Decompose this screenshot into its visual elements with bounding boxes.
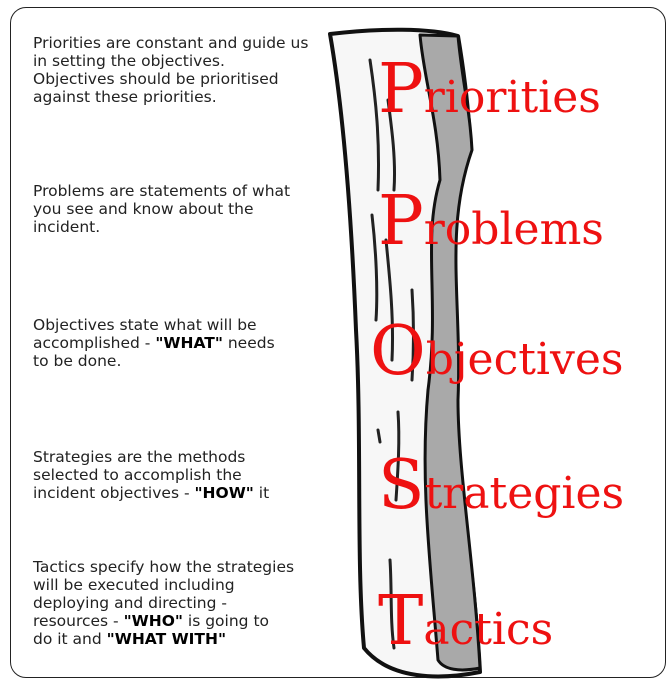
- priorities-title: Priorities: [378, 56, 601, 124]
- description-text: Problems are statements of what you see …: [33, 182, 290, 236]
- objectives-description: Objectives state what will be accomplish…: [33, 316, 323, 370]
- title-rest: actics: [423, 604, 553, 655]
- priorities-description: Priorities are constant and guide us in …: [33, 34, 323, 106]
- title-initial: T: [378, 582, 423, 661]
- title-rest: bjectives: [426, 334, 624, 385]
- title-initial: P: [378, 182, 424, 261]
- emphasis-text: "HOW": [194, 484, 253, 502]
- description-text: it: [254, 484, 269, 502]
- title-initial: P: [378, 50, 424, 129]
- emphasis-text: "WHO": [124, 612, 183, 630]
- problems-title: Problems: [378, 188, 604, 256]
- description-text: Priorities are constant and guide us in …: [33, 34, 308, 106]
- emphasis-text: "WHAT": [155, 334, 223, 352]
- title-rest: trategies: [425, 468, 625, 519]
- title-initial: O: [370, 312, 426, 391]
- tactics-description: Tactics specify how the strategies will …: [33, 558, 323, 648]
- strategies-description: Strategies are the methods selected to a…: [33, 448, 323, 502]
- title-initial: S: [378, 446, 425, 525]
- problems-description: Problems are statements of what you see …: [33, 182, 323, 236]
- tactics-title: Tactics: [378, 588, 553, 656]
- title-rest: riorities: [424, 72, 601, 123]
- objectives-title: Objectives: [370, 318, 623, 386]
- title-rest: roblems: [424, 204, 604, 255]
- emphasis-text: "WHAT WITH": [107, 630, 226, 648]
- strategies-title: Strategies: [378, 452, 624, 520]
